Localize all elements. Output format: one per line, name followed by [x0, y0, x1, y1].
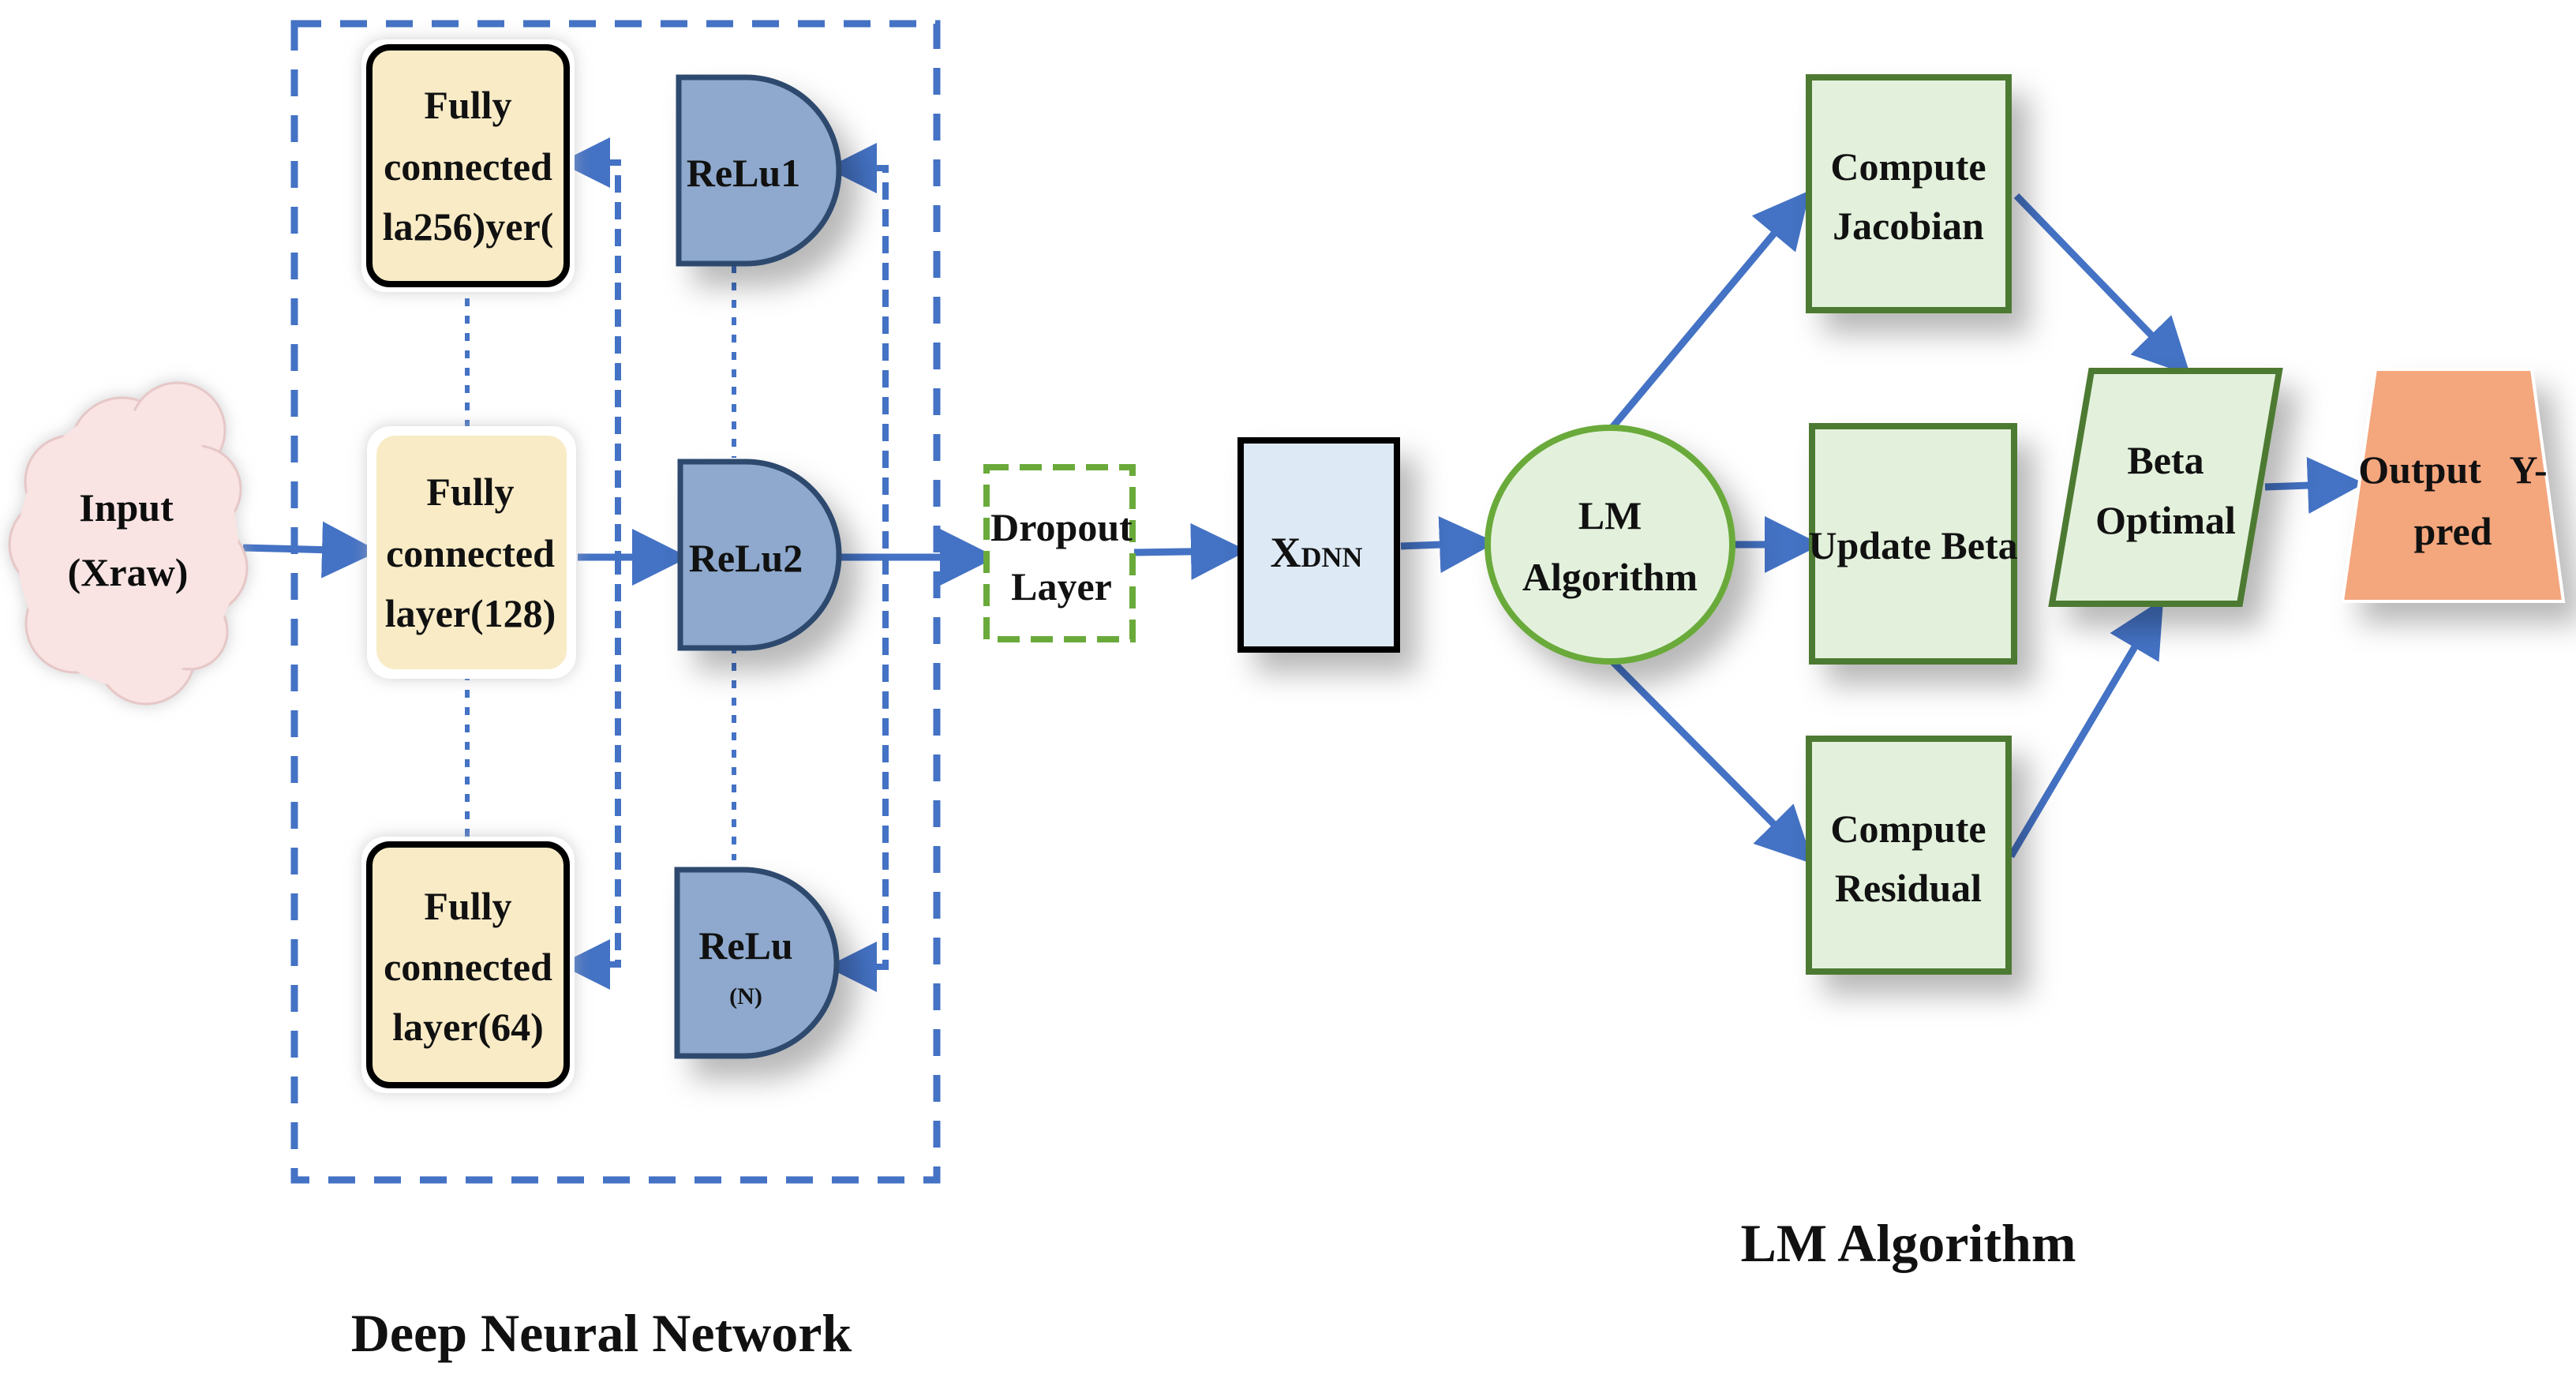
- relu-feedback-loop: [826, 143, 889, 992]
- beta-line1: Beta: [2127, 438, 2203, 482]
- fc-layer-128: Fully connected layer(128): [367, 426, 576, 679]
- xdnn-sub: DNN: [1301, 541, 1363, 573]
- output-line2: pred: [2413, 509, 2492, 553]
- xdnn-label: XDNN: [1271, 529, 1363, 576]
- input-cloud: Input (Xraw): [8, 381, 249, 706]
- dropout-layer: Dropout Layer: [983, 464, 1136, 642]
- beta-line2: Optimal: [2095, 498, 2236, 542]
- jacobian-line1: Compute: [1830, 144, 1986, 189]
- beta-optimal-node: Beta Optimal: [2048, 368, 2283, 607]
- update-beta-label: Update Beta: [1808, 523, 2017, 567]
- dnn-boundary: [290, 20, 941, 1184]
- xdnn-main: X: [1271, 529, 1301, 576]
- fc-layer-256: Fully connected la256)yer(: [361, 39, 575, 292]
- fc-layer-256-line1: Fully: [424, 83, 511, 127]
- relu2-gate: ReLu2: [677, 459, 842, 651]
- fc-layer-128-line3: layer(128): [385, 591, 556, 635]
- relun-label: ReLu: [698, 923, 792, 968]
- input-label-line2: (Xraw): [68, 550, 189, 594]
- fc-layer-256-line3: la256)yer(: [383, 204, 554, 249]
- fc-layer-256-line2: connected: [384, 144, 552, 189]
- output-line1: Output Y-: [2358, 447, 2547, 492]
- output-node: Output Y- pred: [2340, 368, 2566, 603]
- relun-gate: ReLu (N): [674, 867, 840, 1059]
- fc-layer-128-line1: Fully: [426, 470, 514, 514]
- fc-layer-64-line3: layer(64): [392, 1005, 544, 1049]
- relu1-label: ReLu1: [687, 151, 800, 195]
- compute-jacobian-box: Compute Jacobian: [1806, 74, 2012, 313]
- xdnn-box: XDNN: [1237, 437, 1400, 653]
- lm-node-line1: LM: [1578, 493, 1642, 537]
- flow-arrows: [242, 190, 2364, 864]
- dnn-caption: Deep Neural Network: [351, 1303, 852, 1363]
- residual-line1: Compute: [1830, 807, 1986, 851]
- input-label-line1: Input: [79, 485, 174, 530]
- fc-layer-64: Fully connected layer(64): [361, 837, 575, 1093]
- dropout-line1: Dropout: [990, 505, 1133, 549]
- relu1-gate: ReLu1: [676, 74, 842, 267]
- dropout-line2: Layer: [1011, 564, 1112, 608]
- relu2-label: ReLu2: [689, 536, 803, 580]
- fc-feedback-loop: [560, 137, 621, 990]
- fc-layer-64-line2: connected: [384, 945, 552, 989]
- relun-sublabel: (N): [729, 983, 762, 1009]
- fc-layer-64-line1: Fully: [424, 884, 511, 928]
- residual-line2: Residual: [1835, 866, 1982, 910]
- lm-node-line2: Algorithm: [1522, 555, 1698, 599]
- jacobian-line2: Jacobian: [1833, 204, 1984, 248]
- fc-layer-128-line2: connected: [386, 531, 555, 575]
- compute-residual-box: Compute Residual: [1806, 736, 2012, 975]
- update-beta-box: Update Beta: [1808, 423, 2018, 665]
- lm-caption: LM Algorithm: [1741, 1213, 2076, 1273]
- lm-algorithm-node: LM Algorithm: [1485, 425, 1735, 665]
